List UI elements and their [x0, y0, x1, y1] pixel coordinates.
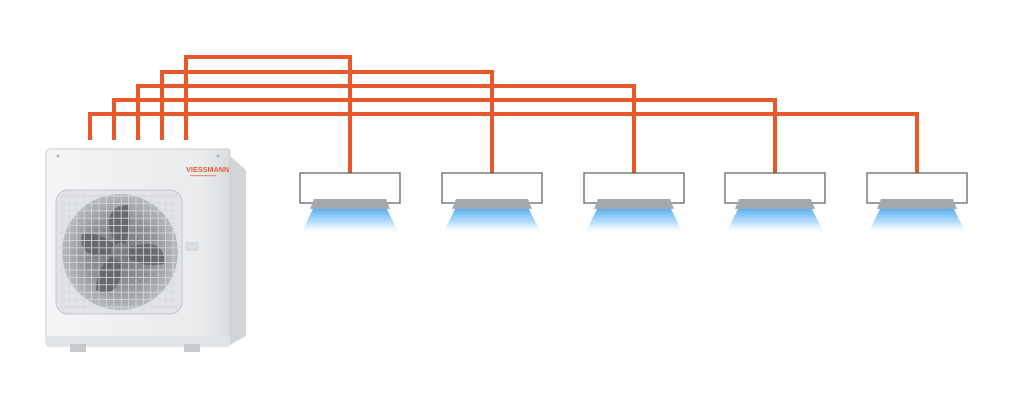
- airflow-icon: [725, 207, 825, 235]
- indoor-unit-vent: [735, 199, 815, 209]
- outdoor-unit: VIESSMANN: [45, 148, 246, 352]
- refrigerant-pipe: [184, 55, 352, 173]
- refrigerant-pipes: [88, 55, 919, 173]
- service-port: [185, 242, 199, 251]
- indoor-unit: [724, 172, 826, 235]
- indoor-unit: [866, 172, 968, 235]
- indoor-unit-body: [441, 172, 543, 204]
- unit-foot-right: [184, 344, 200, 352]
- airflow-icon: [300, 207, 400, 235]
- refrigerant-pipe: [160, 70, 494, 173]
- indoor-unit-vent: [452, 199, 532, 209]
- refrigerant-pipe: [88, 112, 919, 173]
- indoor-unit: [583, 172, 685, 235]
- unit-foot-left: [70, 344, 86, 352]
- refrigerant-pipe: [112, 98, 777, 173]
- airflow-icon: [584, 207, 684, 235]
- outdoor-unit-side-panel: [228, 154, 246, 346]
- indoor-units: [299, 172, 968, 235]
- indoor-unit-body: [866, 172, 968, 204]
- airflow-icon: [867, 207, 967, 235]
- airflow-icon: [442, 207, 542, 235]
- indoor-unit-body: [583, 172, 685, 204]
- indoor-unit: [299, 172, 401, 235]
- indoor-unit-vent: [594, 199, 674, 209]
- fan-grille: [60, 194, 178, 310]
- refrigerant-pipe: [136, 84, 636, 173]
- indoor-unit: [441, 172, 543, 235]
- indoor-unit-vent: [310, 199, 390, 209]
- brand-logo: VIESSMANN: [186, 167, 229, 174]
- indoor-unit-body: [299, 172, 401, 204]
- indoor-unit-body: [724, 172, 826, 204]
- indoor-unit-vent: [877, 199, 957, 209]
